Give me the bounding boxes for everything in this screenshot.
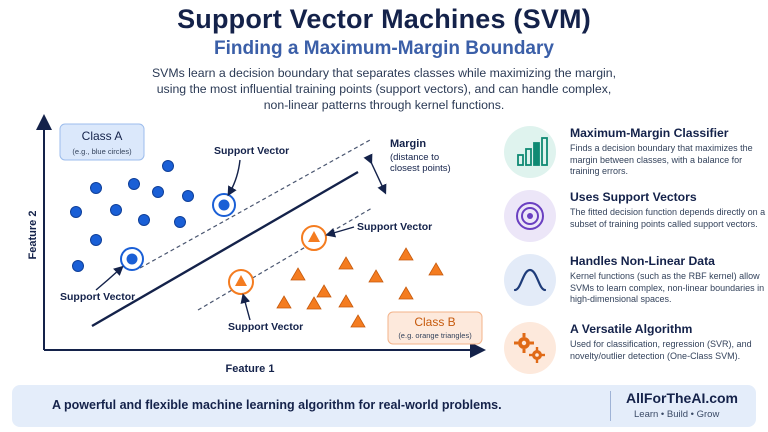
intro-line: non-linear patterns through kernel funct… — [263, 98, 505, 112]
class-b-point — [290, 267, 306, 281]
class-a-point — [138, 214, 150, 226]
class-b-point — [306, 296, 322, 310]
class-a-point — [110, 204, 122, 216]
wave-icon — [513, 268, 547, 292]
class-a-hint: (e.g., blue circles) — [72, 147, 132, 156]
support-vector-arrow — [325, 226, 355, 238]
class-b-point — [350, 314, 366, 328]
support-vector-arrow — [227, 159, 241, 197]
feature-title: A Versatile Algorithm — [570, 322, 693, 336]
class-a-point — [70, 206, 82, 218]
class-b-point — [338, 294, 354, 308]
class-a-point — [162, 160, 174, 172]
support-vector-label: Support Vector — [214, 145, 289, 157]
target-icon — [516, 202, 544, 230]
class-a-point — [182, 190, 194, 202]
class-a-point — [128, 178, 140, 190]
class-b-points — [276, 247, 444, 328]
y-axis-label: Feature 2 — [27, 211, 39, 260]
class-a-point — [90, 234, 102, 246]
intro-line: SVMs learn a decision boundary that sepa… — [151, 66, 617, 80]
banner-text: A powerful and flexible machine learning… — [52, 398, 502, 412]
class-b-point — [276, 295, 292, 309]
support-vector-label: Support Vector — [60, 291, 135, 303]
class-b-hint: (e.g. orange triangles) — [398, 331, 472, 340]
feature-desc: Used for classification, regression (SVR… — [570, 339, 752, 361]
feature-title: Uses Support Vectors — [570, 190, 697, 204]
svm-diagram: Feature 1 Feature 2 Margin (distance to … — [27, 114, 486, 375]
support-vector-b2 — [228, 269, 254, 295]
class-b-point — [398, 286, 414, 300]
feature-title: Handles Non-Linear Data — [570, 254, 715, 268]
brand-tagline: Learn • Build • Grow — [634, 409, 720, 420]
class-a-point — [174, 216, 186, 228]
feature-support-vectors: Uses Support Vectors The fitted decision… — [504, 186, 766, 248]
margin-label: Margin — [390, 138, 426, 150]
feature-desc: The fitted decision function depends dir… — [570, 207, 766, 229]
support-vector-label: Support Vector — [228, 321, 303, 333]
support-vector-arrow — [95, 265, 124, 291]
decision-boundary — [91, 170, 359, 328]
class-a-box — [59, 123, 145, 161]
intro-text: SVMs learn a decision boundary that sepa… — [120, 65, 648, 113]
page-title: Support Vector Machines (SVM) — [177, 4, 591, 34]
class-b-point — [428, 262, 444, 276]
bar-chart-icon — [517, 137, 548, 166]
support-vector-a2 — [120, 247, 144, 271]
class-a-label: Class A — [82, 129, 123, 143]
margin-hint: (distance to — [390, 152, 439, 163]
feature-versatile: A Versatile Algorithm Used for classific… — [504, 318, 764, 380]
feature-desc: Finds a decision boundary that maximizes… — [570, 143, 753, 177]
class-a-point — [152, 186, 164, 198]
class-b-point — [398, 247, 414, 261]
margin-line-lower — [197, 207, 373, 311]
feature-icon-bg — [504, 322, 556, 374]
class-b-point — [338, 256, 354, 270]
feature-non-linear: Handles Non-Linear Data Kernel functions… — [504, 250, 764, 312]
brand-name: AllForTheAI.com — [626, 390, 739, 406]
support-vector-label: Support Vector — [357, 221, 432, 233]
class-a-point — [90, 182, 102, 194]
x-axis-label: Feature 1 — [226, 363, 275, 375]
class-b-label: Class B — [414, 315, 455, 329]
support-vector-b1 — [301, 225, 327, 251]
margin-arrow — [363, 153, 387, 195]
feature-desc: Kernel functions (such as the RBF kernel… — [570, 271, 765, 305]
support-vector-arrow — [240, 293, 251, 321]
feature-icon-bg — [504, 254, 556, 306]
margin-line-upper — [139, 139, 371, 269]
class-b-box — [387, 311, 483, 345]
support-vector-a1 — [212, 193, 236, 217]
intro-line: using the most influential training poin… — [156, 82, 612, 96]
margin-hint: closest points) — [390, 163, 451, 174]
class-b-point — [368, 269, 384, 283]
gears-icon — [514, 333, 545, 363]
footer-banner: A powerful and flexible machine learning… — [12, 385, 756, 427]
banner-divider — [610, 391, 611, 421]
class-b-point — [316, 284, 332, 298]
class-a-point — [72, 260, 84, 272]
feature-title: Maximum-Margin Classifier — [570, 126, 729, 140]
page-subtitle: Finding a Maximum-Margin Boundary — [214, 38, 554, 59]
class-a-points — [70, 160, 194, 272]
feature-max-margin: Maximum-Margin Classifier Finds a decisi… — [504, 122, 764, 184]
